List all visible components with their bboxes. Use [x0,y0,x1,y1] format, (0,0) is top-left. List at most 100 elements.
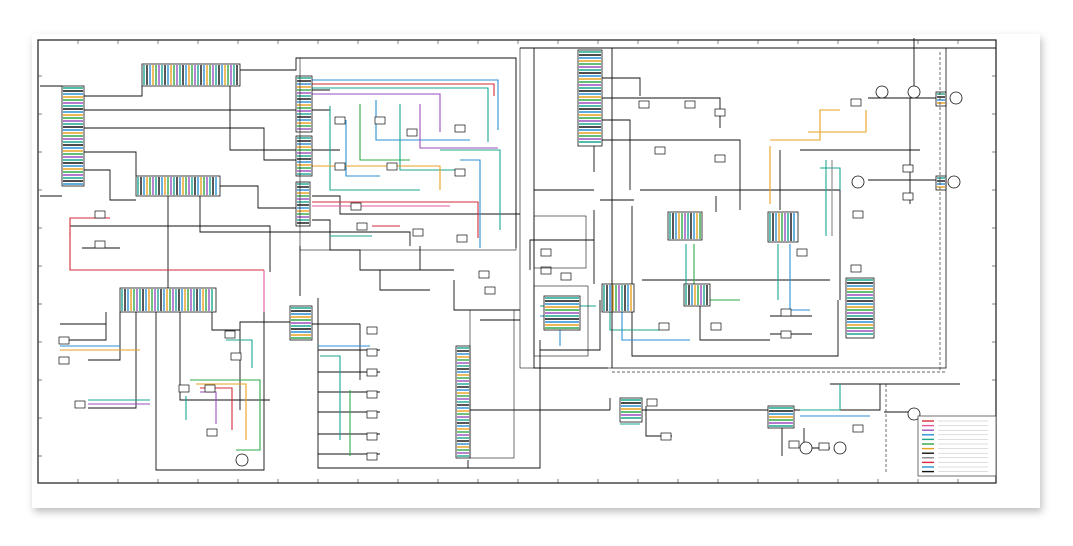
component-device [58,336,70,345]
component-device [366,410,378,419]
subsection-outline [299,57,517,251]
component-round-device [907,85,921,99]
component-device [366,368,378,377]
connector-lower-left-harness [119,287,217,313]
black-wire-run [379,270,430,291]
connector-mid-left-harness [135,175,221,197]
connector-top-right-tall [577,49,603,147]
component-device [94,240,106,249]
black-wire-run [84,86,143,97]
component-device [366,348,378,357]
component-round-device [833,441,847,455]
black-wire-run [312,195,520,215]
black-wire-run [602,97,721,128]
component-device [204,384,216,393]
component-device [356,222,368,231]
black-wire-run [229,86,296,151]
black-wire-run [84,169,136,201]
colored-wire-run [312,165,441,190]
legend-rows [922,420,988,473]
subsection-outline [469,309,515,459]
colored-wire-run [312,93,441,132]
component-device [714,108,726,117]
component-device [350,202,362,211]
component-device [74,400,86,409]
connector-bottom-right-a [619,397,643,423]
component-device [334,116,346,125]
colored-wire-run [808,110,867,133]
connector-body [135,175,221,197]
component-device [366,326,378,335]
black-wire-run [88,312,121,361]
subsection-outline [533,285,589,357]
colored-wire-run [329,106,420,191]
colored-wire-run [226,339,253,368]
black-wire-run [179,312,270,401]
black-wire-run [84,151,137,176]
component-device [374,116,386,125]
connector-body [683,283,711,307]
component-device [366,432,378,441]
component-device [224,330,236,339]
colored-wire-run [399,104,462,171]
component-device [454,124,466,133]
component-device [178,384,190,393]
component-device [818,442,830,451]
black-wire-run [317,298,541,469]
connector-body [619,397,643,423]
component-device [454,168,466,177]
black-wire-run [239,321,290,410]
component-device [484,286,496,295]
colored-wire-run [770,109,840,141]
colored-wire-run [820,167,841,190]
component-device [852,424,864,433]
component-round-device [949,91,963,105]
connector-mid-lower [289,305,313,341]
black-wire-run [70,225,271,272]
component-device [94,210,106,219]
connector-lower-tall [455,345,471,459]
component-device [710,322,722,331]
connector-right-b [767,211,799,243]
colored-wire-run [312,83,495,96]
colored-wire-run [460,159,481,248]
black-wire-run [155,300,265,471]
component-device [206,428,218,437]
component-device [796,248,808,257]
connector-left-vertical [61,85,85,187]
connector-right-d [683,283,711,307]
component-round-device [875,85,889,99]
component-device [660,432,672,441]
colored-wire-run [312,87,489,142]
component-round-device [851,175,865,189]
component-device [850,264,862,273]
connector-bottom-right-b [767,405,795,429]
connector-right-a [667,211,703,241]
connector-far-right-b [935,175,947,191]
paper-sheet [32,34,1040,508]
colored-wire-run [359,104,410,161]
component-device [658,322,670,331]
component-device [366,452,378,461]
black-wire-run [540,300,601,351]
connector-upper-center-c [295,181,311,227]
black-wire-run [88,312,137,409]
component-round-device [907,407,921,421]
component-device [902,164,914,173]
component-device [780,308,792,317]
component-device [560,272,572,281]
connector-far-right-a [935,91,947,107]
component-device [902,192,914,201]
connector-right-module [845,277,875,339]
frame-tick-marks [38,40,996,483]
component-device [456,234,468,243]
component-device [646,398,658,407]
component-device [230,352,242,361]
black-wire-run [199,196,411,246]
colored-wire-run [320,355,341,440]
connector-body [845,277,875,339]
connector-upper-center-b [295,135,313,177]
colored-wire-run [440,149,501,230]
